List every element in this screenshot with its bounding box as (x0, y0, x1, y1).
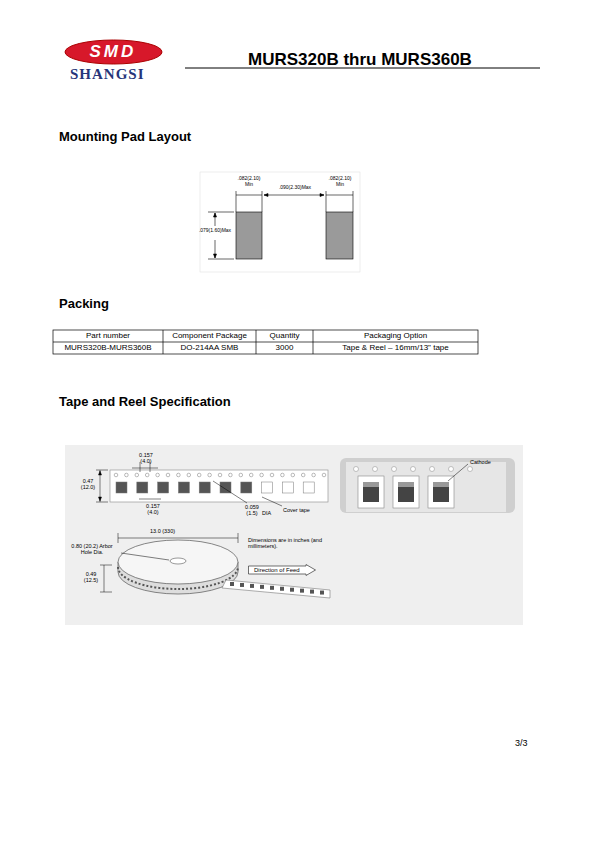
dimension: 0.157 (4.0) (138, 452, 154, 465)
tape-pocket (158, 482, 169, 493)
sprocket-hole (260, 473, 264, 477)
sprocket-hole (114, 473, 118, 477)
logo-ellipse (65, 40, 162, 64)
dimension: 0.059 (1.5) (243, 504, 261, 517)
tape-pocket (241, 482, 252, 493)
tail-pocket (280, 587, 284, 591)
sprocket-hole (291, 473, 295, 477)
pocket (358, 476, 384, 508)
sprocket-hole (270, 473, 274, 477)
page-number: 3/3 (515, 738, 528, 748)
table-header: Part number (53, 331, 163, 341)
sprocket-hole (449, 467, 454, 472)
sprocket-hole (411, 467, 416, 472)
logo-oval: SMD (64, 39, 163, 65)
tape-detail (354, 467, 473, 509)
tail-pocket (260, 585, 264, 589)
cathode-band (363, 482, 379, 487)
dimension: .082(2.10) Min (234, 176, 264, 188)
brand-name: SHANGSI (70, 66, 145, 83)
sprocket-hole (187, 473, 191, 477)
diode-body (363, 482, 379, 502)
dimension: 0.49 (12.5) (82, 571, 100, 584)
section-heading: Packing (59, 297, 109, 312)
dimension: 0.80 (20.2) Arbor Hole Dia. (66, 543, 118, 556)
tape-repeat (114, 473, 326, 493)
table-cell: 3000 (256, 343, 313, 353)
sprocket-hole (281, 473, 285, 477)
sprocket-hole (430, 467, 435, 472)
sprocket-hole (135, 473, 139, 477)
cathode-band (433, 482, 449, 487)
sprocket-hole (125, 473, 129, 477)
diode-body (398, 482, 414, 502)
callout-label: Cover tape (283, 507, 310, 513)
cathode-band (398, 482, 414, 487)
sprocket-hole (177, 473, 181, 477)
tail-pocket (250, 584, 254, 588)
tail-pocket (300, 589, 304, 593)
sprocket-hole (208, 473, 212, 477)
document-title: MURS320B thru MURS360B (248, 50, 472, 70)
pad-layout (200, 172, 360, 272)
tape-pocket (137, 482, 148, 493)
section-heading: Tape and Reel Specification (59, 395, 231, 410)
sprocket-hole (392, 467, 397, 472)
section-heading: Mounting Pad Layout (59, 130, 191, 145)
table-cell: MURS320B-MURS360B (53, 343, 163, 353)
sprocket-hole (145, 473, 149, 477)
dimension: DIA (262, 510, 271, 516)
note: Dimensions are in inches (and millimeter… (248, 537, 328, 550)
tape-pocket (282, 482, 293, 493)
sprocket-hole (468, 467, 473, 472)
arrow-shape (249, 565, 316, 576)
tail-pocket (270, 586, 274, 590)
tail-pocket (290, 588, 294, 592)
sprocket-hole (239, 473, 243, 477)
sprocket-hole (166, 473, 170, 477)
sprocket-hole (197, 473, 201, 477)
packing-table-grid (53, 330, 478, 354)
dimension: .082(2.10) Min (325, 176, 355, 188)
tape-pocket (262, 482, 273, 493)
tape-pocket (178, 482, 189, 493)
sprocket-hole (354, 467, 359, 472)
sprocket-hole (156, 473, 160, 477)
dimension: 0.47 (12.0) (79, 478, 97, 491)
dimension: .079(1.60)Max (197, 228, 233, 234)
tail-pocket (320, 591, 324, 595)
sprocket-hole (322, 473, 326, 477)
sprocket-hole (301, 473, 305, 477)
sprocket-hole (373, 467, 378, 472)
tape-tail (230, 582, 324, 595)
sprocket-hole (229, 473, 233, 477)
tail-pocket (230, 582, 234, 586)
sprocket-hole (312, 473, 316, 477)
tape-pocket (199, 482, 210, 493)
table-header: Component Package (163, 331, 256, 341)
node-text: Direction of Feed (248, 564, 316, 576)
feed-arrow: Direction of Feed (248, 564, 316, 576)
tape-pocket (303, 482, 314, 493)
diode-body (433, 482, 449, 502)
pocket (428, 476, 454, 508)
table-header: Packaging Option (313, 331, 478, 341)
dimension: .090(2.30)Max (277, 185, 313, 191)
dimension: 13.0 (330) (150, 528, 175, 534)
tape-pocket (116, 482, 127, 493)
table-header: Quantity (256, 331, 313, 341)
table-cell: DO-214AA SMB (163, 343, 256, 353)
sprocket-hole (249, 473, 253, 477)
tail-pocket (310, 590, 314, 594)
tape-reel-figure (65, 445, 523, 625)
sprocket-hole (218, 473, 222, 477)
pocket (393, 476, 419, 508)
dimension: 0.157 (4.0) (144, 503, 162, 516)
tail-pocket (240, 583, 244, 587)
callout-label: Cathode (470, 459, 491, 465)
node-text: SMD (64, 39, 163, 65)
table-cell: Tape & Reel – 16mm/13" tape (313, 343, 478, 353)
